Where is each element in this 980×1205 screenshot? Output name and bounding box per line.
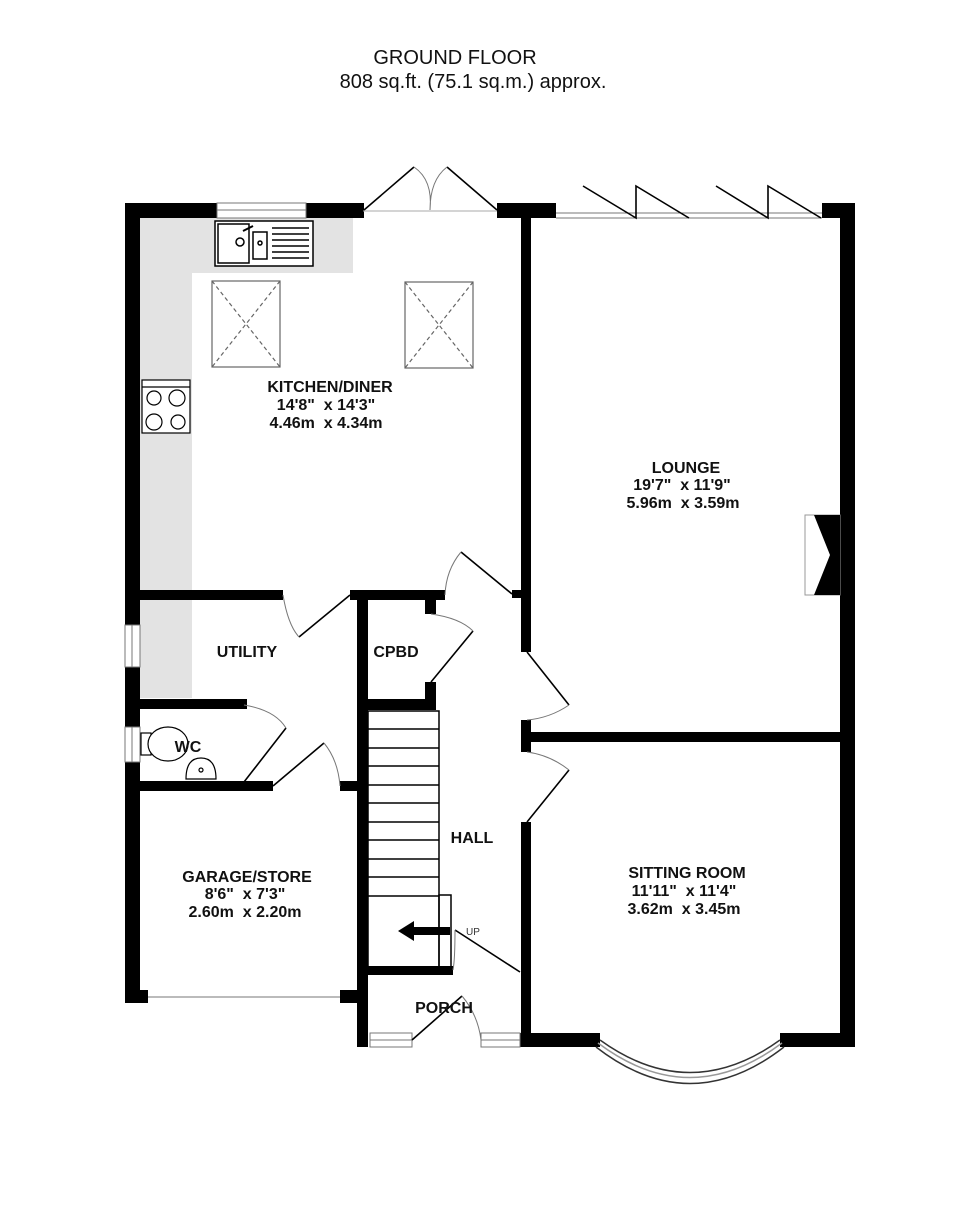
walls [125,203,855,1047]
room-name-kitchen: KITCHEN/DINER [267,379,393,396]
room-name-hall: HALL [451,830,494,847]
windows [124,202,822,1048]
room-size-metric-lounge: 5.96m x 3.59m [627,495,740,512]
fireplace-icon [804,514,841,596]
room-name-sitting-room: SITTING ROOM [628,865,745,882]
room-size-metric-sitting-room: 3.62m x 3.45m [628,901,741,918]
room-name-utility: UTILITY [217,644,278,661]
room-name-cpbd: CPBD [373,644,418,661]
cooker-hob-icon [141,379,191,434]
room-size-imperial-sitting-room: 11'11" x 11'4" [632,883,737,900]
stairs-arrow-icon [398,921,450,941]
basin-icon [185,757,217,780]
room-name-garage: GARAGE/STORE [182,869,312,886]
stairs-up-label: UP [466,927,480,938]
skylight-icon [211,280,474,369]
room-name-wc: WC [175,739,202,756]
room-size-metric-kitchen: 4.46m x 4.34m [270,415,383,432]
room-size-metric-garage: 2.60m x 2.20m [189,904,302,921]
floor-area: 808 sq.ft. (75.1 sq.m.) approx. [339,71,607,93]
room-size-imperial-kitchen: 14'8" x 14'3" [277,397,375,414]
toilet-icon [140,726,189,762]
floor-title: GROUND FLOOR [373,47,537,69]
sink-icon [214,220,314,267]
room-size-imperial-garage: 8'6" x 7'3" [205,886,286,903]
room-size-imperial-lounge: 19'7" x 11'9" [633,477,731,494]
room-name-porch: PORCH [415,1000,473,1017]
room-name-lounge: LOUNGE [652,460,721,477]
doors [243,166,822,1041]
bay-window [595,1039,785,1085]
worktop [140,218,353,698]
